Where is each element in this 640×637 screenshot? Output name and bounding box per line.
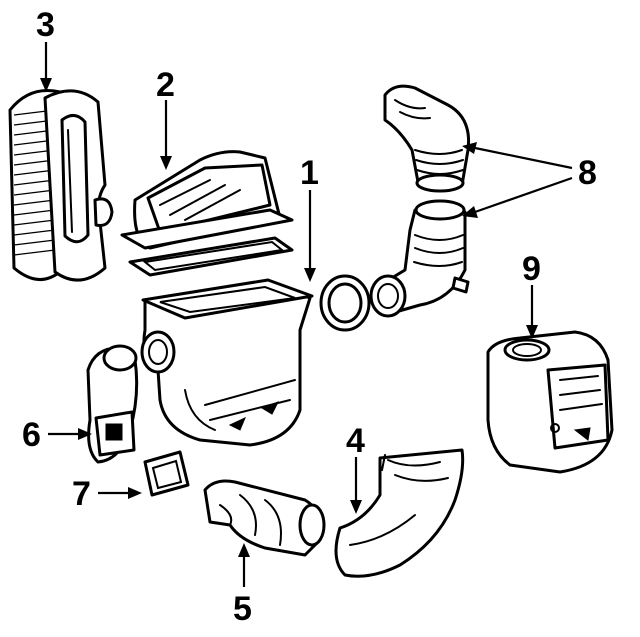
callout-9: 9 (522, 250, 541, 288)
callout-5: 5 (233, 590, 252, 628)
hose-clamp-ring (319, 274, 371, 332)
callout-3: 3 (36, 6, 55, 44)
resonator (486, 330, 614, 474)
callout-6: 6 (22, 416, 41, 454)
air-cleaner-housing (140, 278, 314, 447)
callout-7: 7 (72, 475, 91, 513)
air-inlet-duct (86, 344, 139, 464)
callout-8: 8 (578, 154, 597, 192)
air-duct (334, 448, 465, 578)
callout-1: 1 (300, 154, 319, 192)
callout-4: 4 (346, 422, 365, 460)
air-intake-hose-upper (383, 84, 471, 193)
air-cleaner-cover (120, 150, 294, 277)
intake-duct (203, 479, 326, 557)
seal (143, 450, 190, 497)
air-filter-element (8, 89, 114, 282)
callout-2: 2 (156, 66, 175, 104)
callout-leaders (40, 42, 573, 587)
air-intake-hose-lower (369, 199, 470, 318)
